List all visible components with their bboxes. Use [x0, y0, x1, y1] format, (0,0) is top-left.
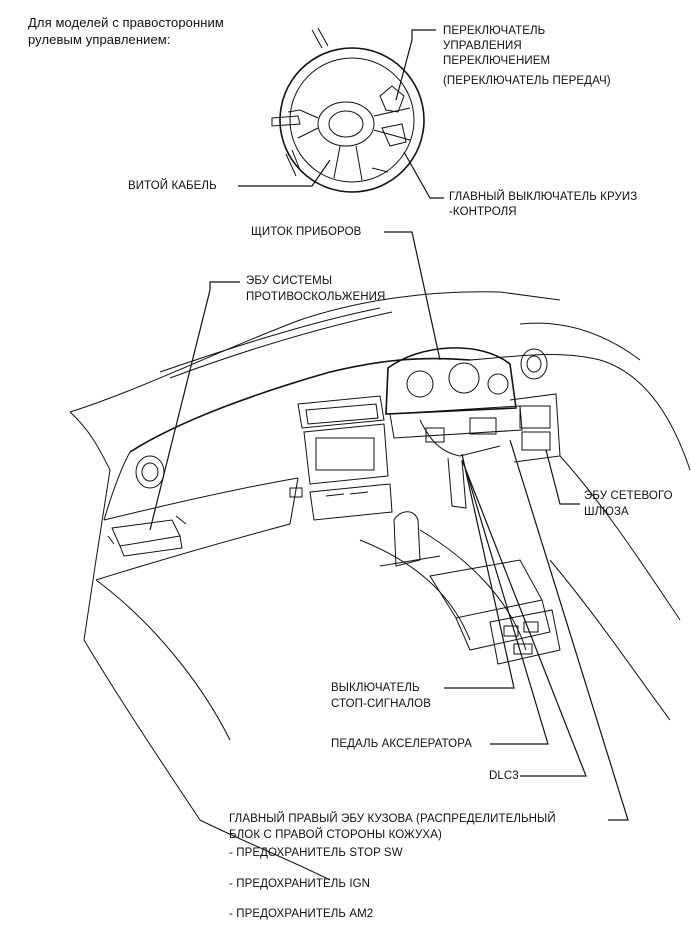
- header-line-1: Для моделей с правосторонним: [28, 15, 224, 30]
- header-line-2: рулевым управлением:: [28, 32, 171, 47]
- label-main-body-ecu-line-2: БЛОК С ПРАВОЙ СТОРОНЫ КОЖУХА): [229, 829, 442, 841]
- label-dlc3: DLC3: [489, 770, 519, 782]
- label-skid-control-ecu-line-1: ЭБУ СИСТЕМЫ: [246, 275, 333, 287]
- label-main-body-ecu-line-1: ГЛАВНЫЙ ПРАВЫЙ ЭБУ КУЗОВА (РАСПРЕДЕЛИТЕЛ…: [229, 813, 556, 825]
- fuse-item-ign: - ПРЕДОХРАНИТЕЛЬ IGN: [229, 878, 371, 890]
- label-gateway-ecu-line-1: ЭБУ СЕТЕВОГО: [584, 490, 673, 502]
- label-stop-lamp-switch-line-2: СТОП-СИГНАЛОВ: [331, 698, 431, 710]
- label-cruise-switch-line-2: -КОНТРОЛЯ: [449, 206, 517, 218]
- leader-lines: [149, 29, 629, 821]
- label-shift-switch-line-1: ПЕРЕКЛЮЧАТЕЛЬ: [443, 25, 546, 37]
- label-gateway-ecu-line-2: ШЛЮЗА: [584, 506, 629, 518]
- steering-wheel-drawing: [271, 27, 425, 193]
- label-spiral-cable: ВИТОЙ КАБЕЛЬ: [128, 180, 217, 192]
- label-combination-meter: ЩИТОК ПРИБОРОВ: [251, 226, 362, 238]
- label-cruise-switch-line-1: ГЛАВНЫЙ ВЫКЛЮЧАТЕЛЬ КРУИЗ: [449, 191, 638, 203]
- label-skid-control-ecu-line-2: ПРОТИВОСКОЛЬЖЕНИЯ: [246, 291, 386, 303]
- label-accel-pedal: ПЕДАЛЬ АКСЕЛЕРАТОРА: [331, 738, 472, 750]
- interior-drawing: [69, 291, 691, 881]
- label-shift-switch-line-4: (ПЕРЕКЛЮЧАТЕЛЬ ПЕРЕДАЧ): [443, 75, 611, 87]
- label-shift-switch-line-2: УПРАВЛЕНИЯ: [443, 40, 522, 52]
- fuse-item-stop-sw: - ПРЕДОХРАНИТЕЛЬ STOP SW: [229, 847, 403, 859]
- label-shift-switch-line-3: ПЕРЕКЛЮЧЕНИЕМ: [443, 55, 551, 67]
- label-stop-lamp-switch-line-1: ВЫКЛЮЧАТЕЛЬ: [331, 682, 420, 694]
- fuse-item-am2: - ПРЕДОХРАНИТЕЛЬ AM2: [229, 908, 374, 920]
